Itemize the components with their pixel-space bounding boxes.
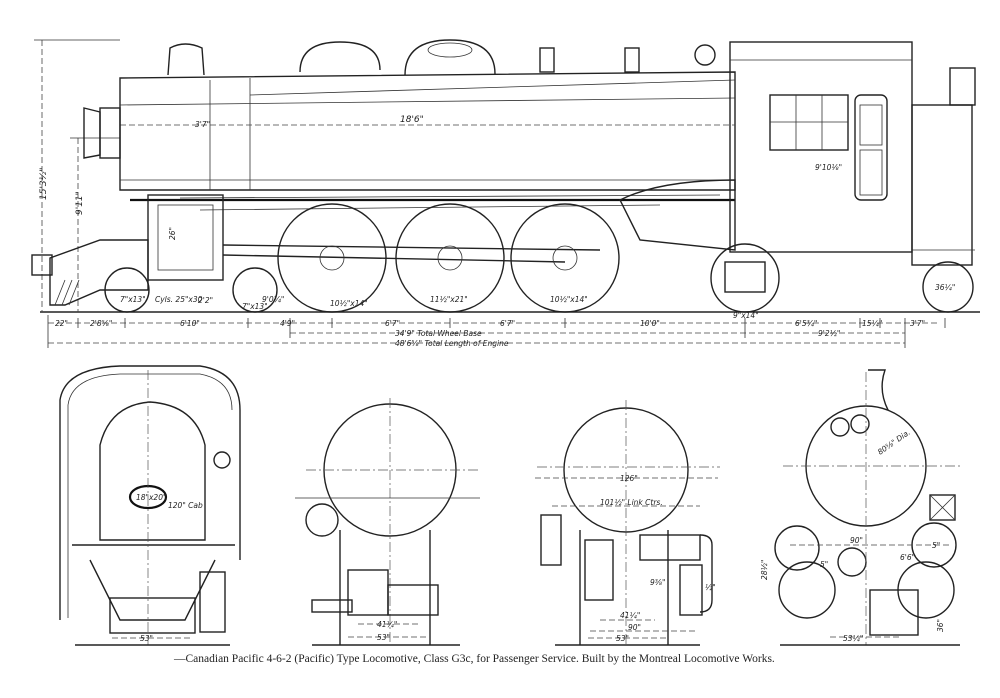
trailing-offset-label: 9'2½": [818, 329, 840, 338]
front-hub-label: 9⅜": [650, 578, 666, 587]
front-frames-label: 90": [628, 623, 641, 632]
trailing-wheel: [710, 243, 780, 313]
valve-label: 5": [820, 560, 828, 569]
firebox-label: 9'10⅛": [815, 163, 842, 172]
rear-gauge-label: 53": [377, 633, 390, 642]
coupler: [31, 254, 53, 276]
cab-width-label: 120" Cab: [168, 501, 203, 510]
tender-wheel: [922, 261, 974, 313]
link-centers-label: 101½" Link Ctrs.: [600, 498, 663, 507]
side-elevation: [31, 39, 980, 348]
rear-section-view: [295, 398, 480, 646]
cab: [729, 41, 913, 253]
cab-window: [769, 94, 849, 151]
smokebox-dia-label: 80⅝" Dia.: [876, 428, 912, 457]
tender: [911, 104, 973, 266]
driver-journal-3-label: 10½"x14": [550, 295, 588, 304]
leading-journal-2-label: 7"x13": [242, 302, 268, 311]
headlight: [99, 107, 121, 159]
steam-dome: [299, 41, 381, 73]
dimension-label: 10'0": [640, 319, 660, 328]
rear-journal-label: 41¼": [377, 620, 397, 629]
dimension-label: 2'8⅝": [90, 319, 112, 328]
firedoor-label: 18"x20": [136, 493, 166, 502]
figure-caption: —Canadian Pacific 4-6-2 (Pacific) Type L…: [174, 653, 775, 665]
backhead: [99, 401, 206, 541]
cylinder-height-label: 26": [168, 227, 177, 240]
main-rod: [222, 244, 601, 251]
leading-journal-label: 7"x13": [120, 295, 146, 304]
boiler-center-height-label: 9'11": [75, 191, 85, 215]
dimension-label: 15¼": [862, 319, 882, 328]
offset-label: 9'0¾": [262, 295, 284, 304]
dimension-label: 6'7": [500, 319, 515, 328]
total-length-label: 48'6⅝" Total Length of Engine: [395, 339, 509, 348]
smokebox-label: 3'7": [195, 120, 210, 129]
dimension-label: 6'10": [180, 319, 200, 328]
front-journal-label: 41¼": [620, 611, 640, 620]
dimension-label: 22": [55, 319, 68, 328]
dimension-label: 4'9": [280, 319, 295, 328]
pilot: [49, 239, 149, 306]
spacing-label: 6'6": [900, 553, 915, 562]
front-gauge-label: 53": [616, 634, 629, 643]
front-end-view: [774, 369, 960, 646]
sand-dome: [404, 39, 496, 76]
firebox: [619, 179, 736, 251]
height-label: 28½": [760, 560, 769, 580]
front-end-gauge-label: 53¼": [843, 634, 863, 643]
dimension-label: 6'7": [385, 319, 400, 328]
cylinder: [147, 194, 224, 281]
front-cylinders-label: 90": [850, 536, 863, 545]
valve-2-label: 5": [932, 541, 940, 550]
cab-end-view: [59, 365, 241, 646]
cylinders-label: Cyls. 25"x30: [155, 295, 203, 304]
total-wheel-base-label: 34'9" Total Wheel Base: [395, 329, 482, 338]
front-offset-label: ½": [705, 583, 716, 592]
front-section-view: [535, 400, 720, 646]
driver-journal-2-label: 11½"x21": [430, 295, 468, 304]
leading-truck-wheels: [104, 267, 278, 313]
trailing-journal-label: 9"x14": [733, 311, 759, 320]
wheelbase-dimensions: 22" 2'8⅝" 6'10" 4'9" 6'7" 6'7" 10'0" 6'5…: [55, 319, 925, 328]
cab-door: [854, 94, 888, 201]
leading-spacing-label: 2'2": [198, 296, 213, 305]
rail-label: 36": [936, 619, 945, 632]
dimension-label: 6'5¾": [795, 319, 817, 328]
smokestack: [167, 43, 205, 76]
cab-gauge-label: 53": [140, 634, 153, 643]
overall-height-label: 15'3½": [39, 167, 49, 200]
dimension-label: 3'7": [910, 319, 925, 328]
front-width-label: 126": [620, 474, 638, 483]
driver-journal-1-label: 10½"x14": [330, 299, 368, 308]
boiler-length-label: 18'6": [400, 115, 424, 125]
driving-wheels: [277, 203, 620, 313]
tender-wheel-label: 36¼": [935, 283, 955, 292]
